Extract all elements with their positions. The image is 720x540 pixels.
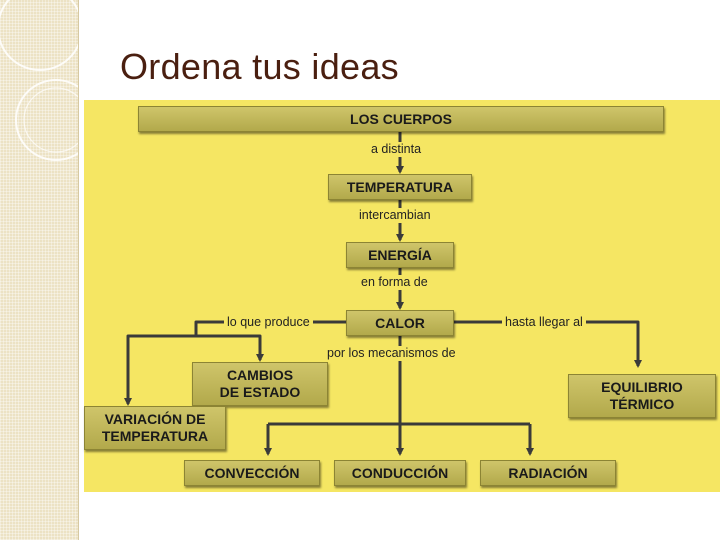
decorative-side-strip (0, 0, 79, 540)
node-energia: ENERGÍA (346, 242, 454, 268)
node-radiacion: RADIACIÓN (480, 460, 616, 486)
node-calor: CALOR (346, 310, 454, 336)
node-conduccion: CONDUCCIÓN (334, 460, 466, 486)
node-variacion-de-temperatura: VARIACIÓN DE TEMPERATURA (84, 406, 226, 450)
node-equilibrio-line-2: TÉRMICO (609, 396, 675, 412)
node-variacion-line-2: TEMPERATURA (101, 428, 209, 444)
circle-ornament-icon (0, 0, 78, 161)
arrow-calor-variacion (124, 334, 196, 406)
label-intercambian: intercambian (356, 208, 434, 223)
slide-title: Ordena tus ideas (120, 46, 399, 87)
concept-map: LOS CUERPOS TEMPERATURA ENERGÍA CALOR CA… (84, 100, 720, 492)
label-por-los-mecanismos-de: por los mecanismos de (324, 346, 459, 361)
node-temperatura: TEMPERATURA (328, 174, 472, 200)
node-conveccion: CONVECCIÓN (184, 460, 320, 486)
label-hasta-llegar-al: hasta llegar al (502, 315, 586, 330)
node-cambios-line-1: CAMBIOS (226, 367, 294, 383)
node-equilibrio-termico: EQUILIBRIO TÉRMICO (568, 374, 716, 418)
node-cambios-line-2: DE ESTADO (219, 384, 301, 400)
label-lo-que-produce: lo que produce (224, 315, 313, 330)
node-variacion-line-1: VARIACIÓN DE (104, 411, 206, 427)
node-cambios-de-estado: CAMBIOS DE ESTADO (192, 362, 328, 406)
label-en-forma-de: en forma de (358, 275, 431, 290)
label-a-distinta: a distinta (368, 142, 425, 157)
node-equilibrio-line-1: EQUILIBRIO (601, 379, 683, 395)
node-los-cuerpos: LOS CUERPOS (138, 106, 664, 132)
